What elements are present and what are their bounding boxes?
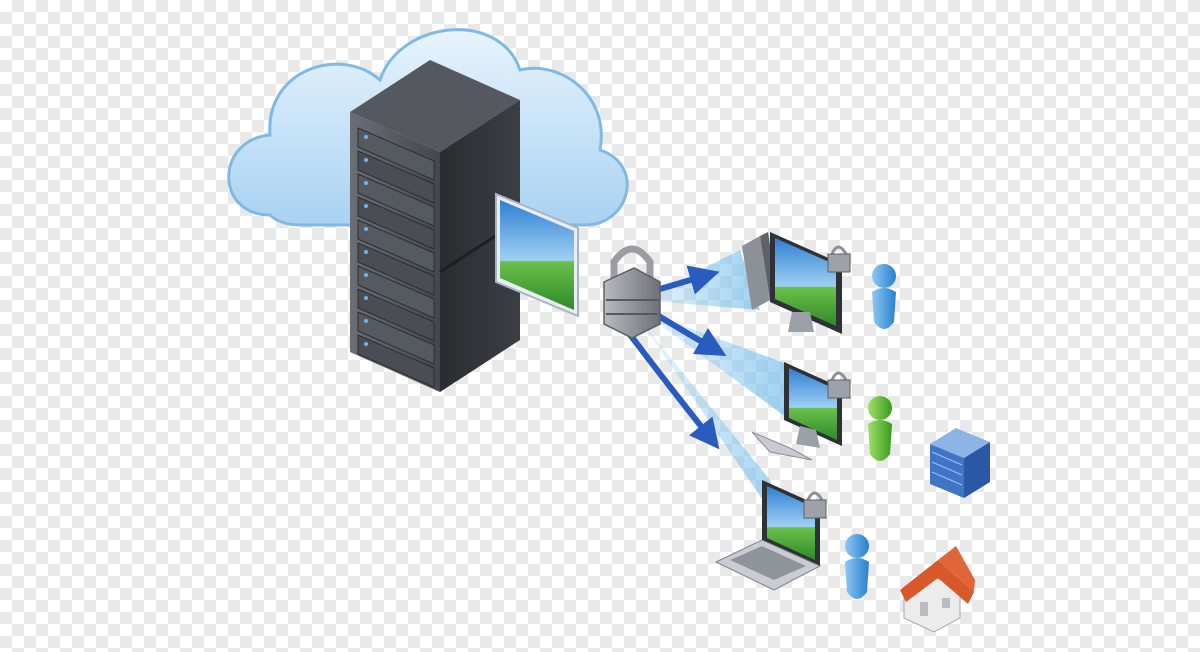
small-padlock-icon	[827, 245, 851, 273]
server-led	[364, 227, 368, 231]
server-units	[357, 127, 435, 388]
office-building-icon	[930, 428, 990, 498]
server-led	[364, 204, 368, 208]
server-led	[364, 250, 368, 254]
desktop-monitor-keyboard-icon	[751, 362, 851, 461]
server-unit	[357, 196, 435, 250]
server-led	[364, 135, 368, 139]
house-icon	[900, 546, 975, 633]
small-padlock-icon	[803, 491, 827, 519]
server-unit	[357, 127, 435, 181]
virtual-desktop-screen-icon	[495, 192, 579, 318]
server-unit	[357, 219, 435, 273]
server-led	[364, 296, 368, 300]
padlock-icon	[603, 245, 661, 339]
server-led	[364, 158, 368, 162]
server-rack-icon	[350, 60, 521, 392]
server-unit	[357, 173, 435, 227]
user-icon	[872, 264, 896, 329]
server-unit	[357, 288, 435, 342]
server-led	[364, 342, 368, 346]
monitor-thin-client-icon	[742, 232, 851, 334]
server-unit	[357, 311, 435, 365]
user-icon	[845, 534, 869, 599]
laptop-icon	[714, 480, 827, 591]
server-led	[364, 181, 368, 185]
server-unit	[357, 242, 435, 296]
server-unit	[357, 334, 435, 388]
server-led	[364, 273, 368, 277]
server-unit	[357, 150, 435, 204]
user-icon	[868, 396, 892, 461]
server-unit	[357, 265, 435, 319]
arrow-to-laptop	[625, 329, 720, 450]
small-padlock-icon	[827, 371, 851, 399]
server-led	[364, 319, 368, 323]
arrow-to-desktop-pc	[649, 309, 727, 356]
